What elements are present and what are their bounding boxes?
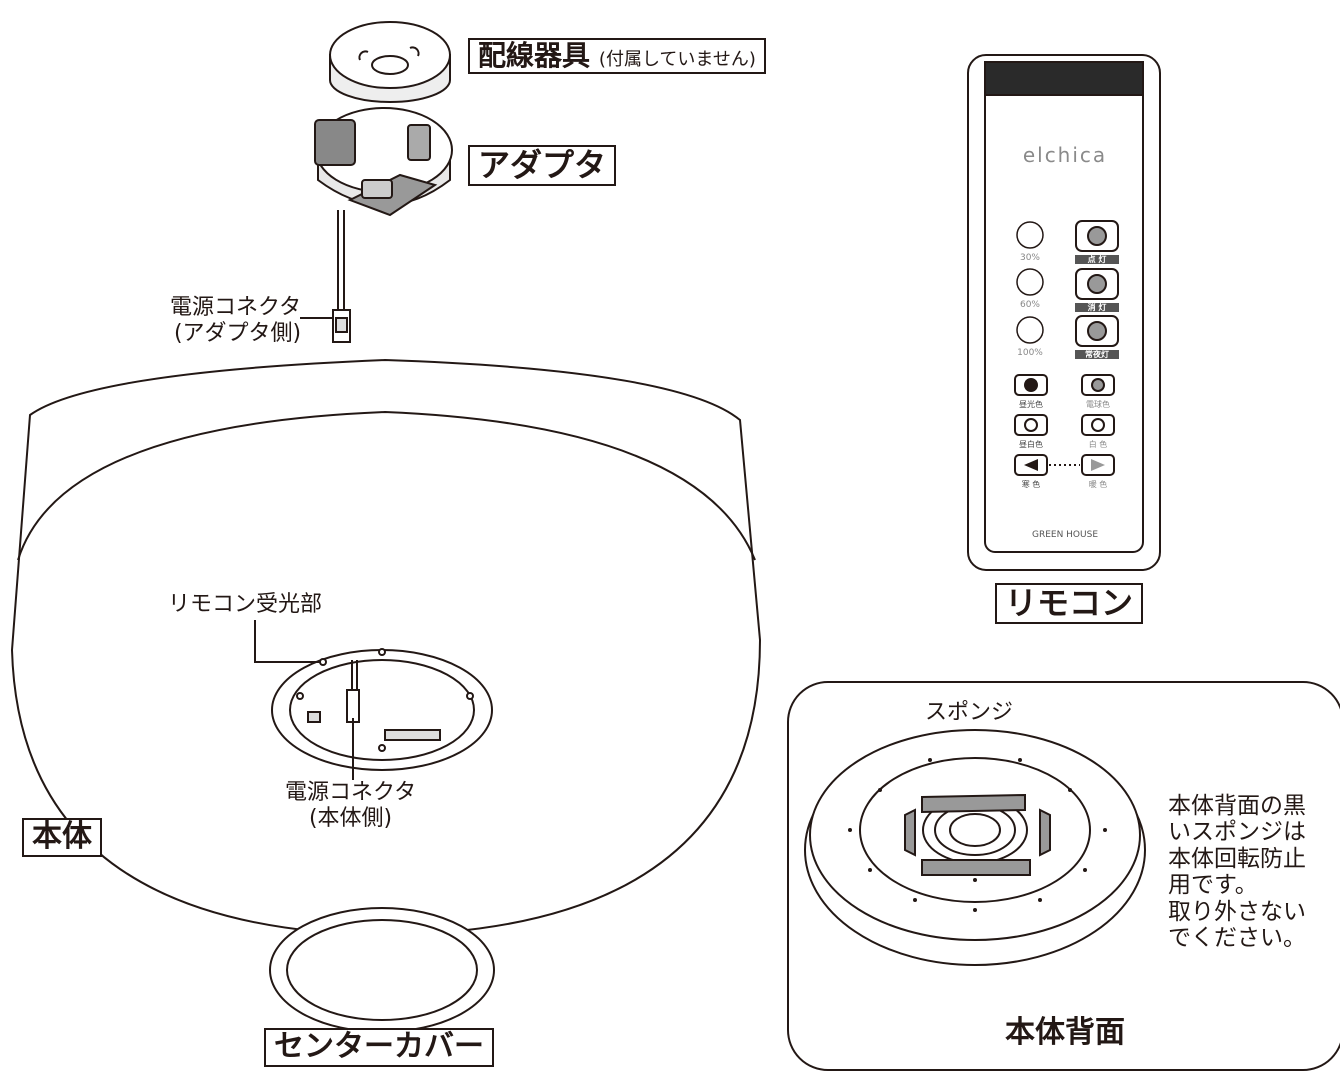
- wiring-device-note: (付属していません): [598, 49, 756, 70]
- power-connector-adapter-line1: 電源コネクタ: [170, 295, 302, 320]
- remote-label: リモコン: [995, 583, 1144, 624]
- body-illustration: [10, 358, 762, 937]
- center-cover-illustration: [269, 907, 495, 1033]
- button-night-label: 常夜灯: [1085, 350, 1109, 359]
- adapter-label: アダプタ: [468, 145, 617, 186]
- remote-receiver-label: リモコン受光部: [168, 592, 323, 617]
- button-cool-label: 寒 色: [1021, 480, 1041, 489]
- note-line-3: 本体回転防止: [1168, 845, 1306, 872]
- button-white-label: 白 色: [1088, 440, 1108, 449]
- sponge-label: スポンジ: [925, 700, 1014, 725]
- button-daylight-label: 昼光色: [1019, 400, 1043, 409]
- body-back-panel: [787, 681, 1340, 1071]
- note-line-2: いスポンジは: [1168, 819, 1306, 846]
- adapter-illustration: [314, 107, 453, 343]
- button-30-label: 30%: [1019, 253, 1040, 263]
- button-on-label: 点 灯: [1087, 255, 1107, 264]
- power-connector-adapter-label: 電源コネクタ (アダプタ側): [170, 295, 301, 348]
- button-off-label: 消 灯: [1087, 303, 1107, 312]
- button-warm-label: 暖 色: [1088, 480, 1108, 489]
- wiring-device-label: 配線器具 (付属していません): [468, 38, 766, 75]
- body-label: 本体: [22, 818, 102, 857]
- power-connector-body-label: 電源コネクタ (本体側): [285, 780, 416, 833]
- remote-maker: GREEN HOUSE: [1031, 530, 1099, 540]
- button-daywhite-label: 昼白色: [1019, 440, 1043, 449]
- power-connector-adapter-line2: (アダプタ側): [173, 321, 302, 347]
- note-line-6: でください。: [1168, 925, 1306, 952]
- button-60-label: 60%: [1019, 300, 1040, 310]
- note-line-1: 本体背面の黒: [1168, 793, 1306, 819]
- remote-illustration: [967, 54, 1161, 571]
- power-connector-body-line2: (本体側): [308, 806, 393, 832]
- wiring-device-title: 配線器具: [478, 39, 591, 72]
- remote-brand: elchica: [1022, 143, 1108, 167]
- body-back-note: 本体背面の黒 いスポンジは 本体回転防止 用です。 取り外さない でください。: [1168, 793, 1306, 952]
- power-connector-body-line1: 電源コネクタ: [285, 780, 417, 805]
- button-100-label: 100%: [1017, 348, 1043, 358]
- wiring-device-illustration: [329, 21, 451, 103]
- button-bulb-label: 電球色: [1086, 400, 1110, 409]
- body-back-title: 本体背面: [1005, 1015, 1125, 1050]
- note-line-5: 取り外さない: [1168, 898, 1306, 925]
- note-line-4: 用です。: [1168, 872, 1258, 899]
- center-cover-label: センターカバー: [264, 1028, 494, 1067]
